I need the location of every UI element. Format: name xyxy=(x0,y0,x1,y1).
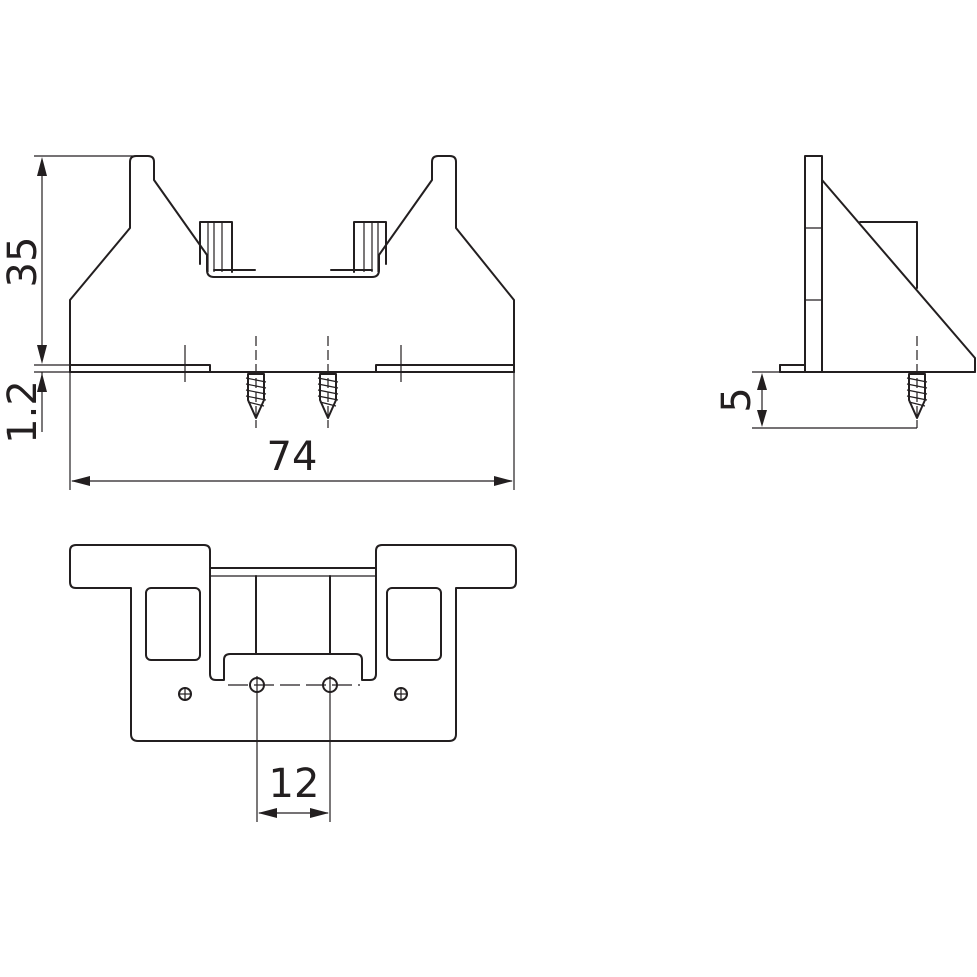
side-gusset xyxy=(821,179,976,373)
top-view: 12 xyxy=(69,544,517,822)
side-back-plate xyxy=(804,155,823,373)
screw-right xyxy=(317,336,339,428)
dim-5-label: 5 xyxy=(714,387,760,412)
hole-outer-right xyxy=(394,687,408,701)
front-base-plate-right xyxy=(375,364,515,373)
screw-left xyxy=(245,336,267,428)
front-view-outline xyxy=(69,155,515,373)
hole-outer-left xyxy=(178,687,192,701)
front-right-tab xyxy=(353,221,387,273)
side-view: 5 xyxy=(714,155,976,429)
dim-35-label: 35 xyxy=(0,237,46,288)
side-rear-block xyxy=(859,221,918,289)
top-right-window xyxy=(386,587,442,661)
top-view-outline xyxy=(69,544,517,742)
top-inner-channel xyxy=(209,567,377,681)
dim-12-label: 12 xyxy=(269,761,320,807)
front-view: 35 1.2 74 xyxy=(0,155,515,490)
front-left-tab xyxy=(199,221,233,273)
front-base-plate-left xyxy=(69,364,211,373)
top-left-window xyxy=(145,587,201,661)
side-base-foot xyxy=(779,364,976,373)
dim-74-label: 74 xyxy=(267,434,318,480)
dim-1-2-label: 1.2 xyxy=(0,380,46,444)
side-screw xyxy=(906,336,928,428)
